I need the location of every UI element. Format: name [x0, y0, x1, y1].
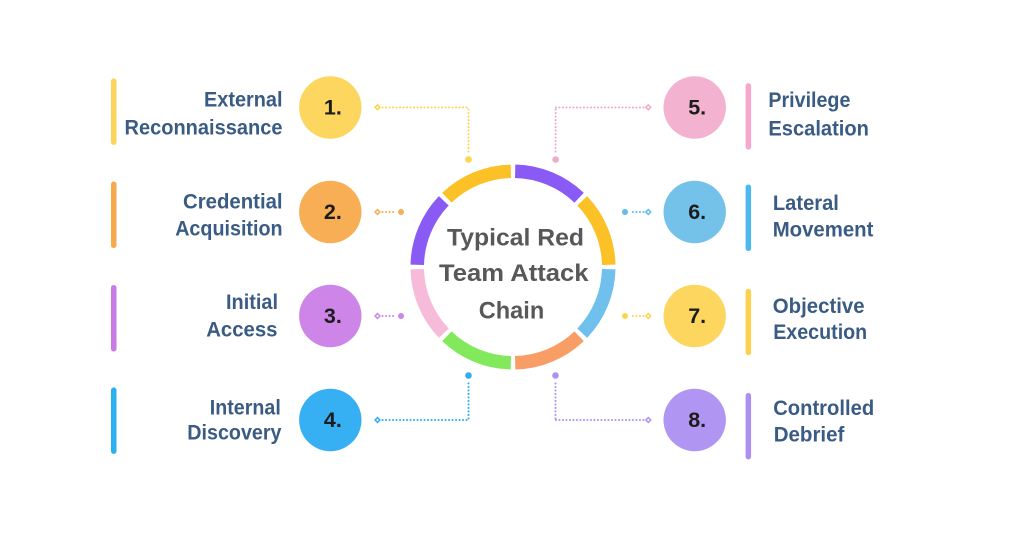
svg-text:5.: 5.	[688, 96, 706, 120]
svg-text:External: External	[204, 89, 283, 112]
svg-text:8.: 8.	[688, 408, 706, 432]
svg-text:1.: 1.	[324, 96, 342, 120]
svg-text:Lateral: Lateral	[773, 192, 839, 215]
svg-text:Initial: Initial	[226, 291, 278, 314]
svg-text:Discovery: Discovery	[187, 422, 281, 445]
svg-text:7.: 7.	[688, 304, 706, 328]
svg-text:Internal: Internal	[210, 396, 281, 419]
svg-text:3.: 3.	[324, 304, 342, 328]
svg-text:Team Attack: Team Attack	[439, 260, 589, 287]
svg-text:Debrief: Debrief	[774, 424, 846, 447]
svg-text:4.: 4.	[324, 408, 342, 432]
svg-text:Chain: Chain	[479, 298, 545, 325]
svg-text:Acquisition: Acquisition	[175, 218, 282, 241]
svg-text:Escalation: Escalation	[768, 118, 869, 141]
svg-text:Typical Red: Typical Red	[447, 224, 584, 251]
svg-text:Privilege: Privilege	[768, 89, 850, 112]
svg-text:Access: Access	[206, 319, 277, 342]
svg-text:Execution: Execution	[773, 321, 867, 344]
svg-text:2.: 2.	[324, 200, 342, 224]
svg-text:Credential: Credential	[183, 190, 283, 213]
svg-text:6.: 6.	[688, 200, 706, 224]
svg-text:Reconnaissance: Reconnaissance	[125, 117, 283, 140]
svg-text:Movement: Movement	[773, 219, 874, 242]
svg-text:Controlled: Controlled	[773, 397, 874, 420]
svg-text:Objective: Objective	[773, 295, 865, 318]
